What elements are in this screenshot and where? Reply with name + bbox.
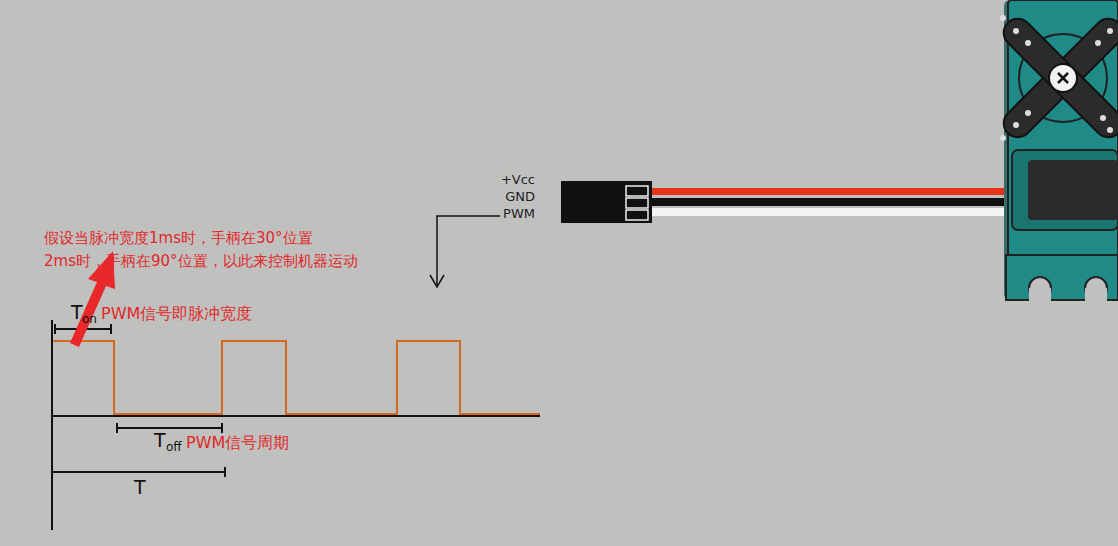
note-text: 2ms时，手柄在90°位置，以此来控制机器运动	[44, 253, 358, 270]
pwm-waveform	[53, 341, 540, 414]
connector-pins	[626, 186, 648, 220]
vcc-wire	[652, 188, 1008, 195]
pin-name: +Vcc	[501, 173, 535, 188]
x-axis	[52, 415, 540, 417]
note-text: 假设当脉冲宽度1ms时，手柄在30°位置	[44, 230, 313, 247]
servo-motor	[953, 0, 1118, 302]
dimension-brackets	[53, 324, 225, 477]
pin-name: PWM	[503, 207, 535, 222]
y-axis	[51, 320, 53, 530]
connector	[561, 181, 652, 223]
pin-name: GND	[505, 190, 535, 205]
note-text: PWM信号即脉冲宽度	[101, 305, 252, 323]
gnd-wire	[652, 198, 1008, 206]
arrow-head	[430, 275, 444, 287]
symbol: T	[71, 302, 83, 324]
pwm-wire	[652, 208, 1008, 216]
note-text: PWM信号周期	[186, 434, 289, 452]
subscript: off	[166, 441, 182, 455]
leader-line	[437, 216, 500, 285]
subscript: on	[82, 313, 97, 327]
symbol: T	[134, 477, 146, 499]
symbol: T	[154, 430, 166, 452]
